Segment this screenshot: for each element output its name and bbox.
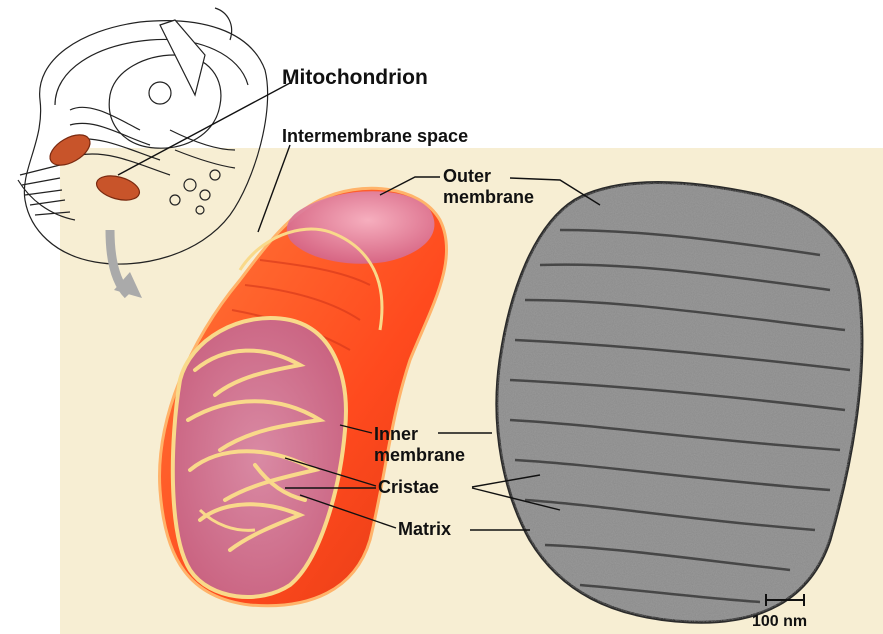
figure-title: Mitochondrion bbox=[282, 68, 428, 88]
scale-bar-label: 100 nm bbox=[752, 612, 807, 632]
label-intermembrane-space: Intermembrane space bbox=[282, 126, 468, 146]
mitochondrion-illustration bbox=[160, 188, 447, 605]
label-outer-membrane: Outer membrane bbox=[443, 166, 534, 208]
electron-micrograph bbox=[490, 170, 870, 630]
label-cristae: Cristae bbox=[378, 477, 439, 497]
cell-sketch-icon bbox=[18, 8, 268, 264]
label-inner-membrane: Inner membrane bbox=[374, 424, 465, 466]
label-matrix: Matrix bbox=[398, 519, 451, 539]
